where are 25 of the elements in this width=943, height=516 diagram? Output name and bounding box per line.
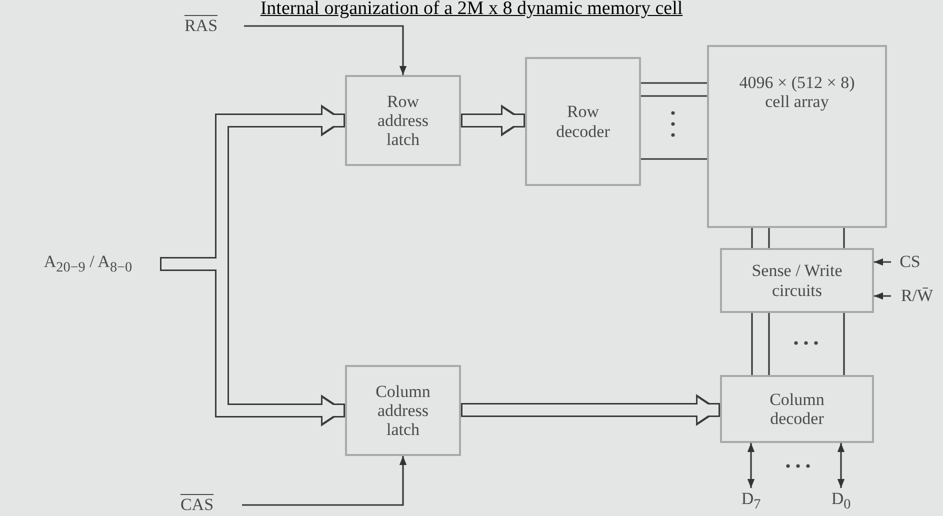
arrow <box>874 292 891 300</box>
address-label: A$_{20−9}$ / A$_{8−0}$ <box>44 252 132 276</box>
arrow <box>747 443 755 488</box>
bus-arrow <box>461 394 720 426</box>
decoder-box: Column decoder <box>720 375 874 443</box>
latch-box: Row address latch <box>345 75 461 166</box>
signal-label: R/W̄ <box>900 286 934 306</box>
arrow <box>244 25 407 75</box>
arrow <box>837 443 845 488</box>
circuit-box: Sense / Write circuits <box>720 248 874 313</box>
data-pin-label: D$_{0}$ <box>831 488 851 514</box>
diagram-title: Internal organization of a 2M x 8 dynamic memory cell <box>260 0 683 19</box>
signal-label: CAS <box>180 495 214 515</box>
cell-array-box: 4096 × (512 × 8) cell array <box>707 45 887 228</box>
bus-lines <box>751 312 845 376</box>
bus-arrow <box>461 104 525 136</box>
data-pin-label: D$_{7}$ <box>741 488 761 514</box>
bus-lines <box>751 227 845 249</box>
bus-lines <box>640 82 708 160</box>
latch-box: Column address latch <box>345 365 461 456</box>
signal-label: RAS <box>184 16 218 36</box>
decoder-box: Row decoder <box>525 57 641 186</box>
arrow <box>874 258 891 266</box>
signal-label: CS <box>900 252 920 272</box>
arrow <box>242 456 407 506</box>
